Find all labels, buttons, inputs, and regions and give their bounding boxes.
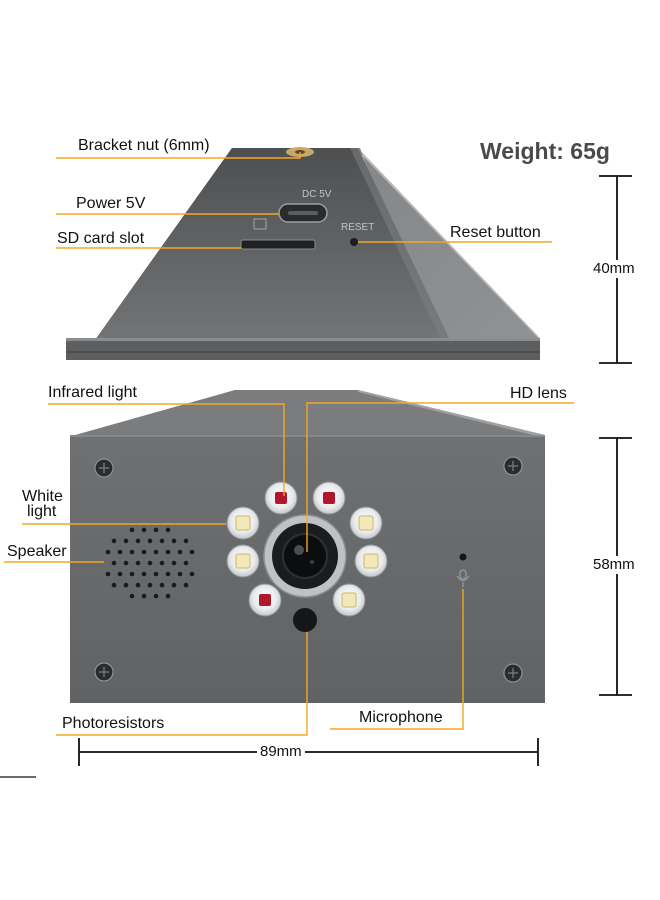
speaker-hole <box>147 560 153 566</box>
hd-lens <box>263 514 347 598</box>
speaker-hole <box>159 582 165 588</box>
callout-line-photoresistors <box>56 632 308 736</box>
speaker-hole <box>165 571 171 577</box>
speaker-hole <box>147 538 153 544</box>
speaker-hole <box>129 571 135 577</box>
speaker-hole <box>171 560 177 566</box>
sd-icon <box>253 218 267 230</box>
speaker-hole <box>141 593 147 599</box>
top-base-plate <box>66 338 540 360</box>
front-top-slope <box>75 390 545 435</box>
reset-marking: RESET <box>341 222 374 233</box>
microphone-icon <box>456 569 470 587</box>
white-led <box>354 544 388 578</box>
callout-lines <box>4 152 574 736</box>
speaker-hole <box>135 582 141 588</box>
microphone-hole <box>459 553 467 561</box>
dim-front-height: 58mm <box>590 556 638 574</box>
speaker-hole <box>129 549 135 555</box>
infrared-led <box>312 481 346 515</box>
label-white-light-1: White <box>22 488 63 505</box>
screw-icon <box>94 458 114 478</box>
speaker-hole <box>105 571 111 577</box>
speaker-hole <box>171 538 177 544</box>
white-led <box>332 583 366 617</box>
top-view: DC 5V RESET <box>66 147 540 360</box>
speaker-hole <box>159 560 165 566</box>
speaker-hole <box>111 560 117 566</box>
speaker-hole <box>135 560 141 566</box>
speaker-hole <box>141 571 147 577</box>
photoresistor <box>293 608 317 632</box>
white-led <box>226 544 260 578</box>
speaker-hole <box>153 527 159 533</box>
callout-line-bracket-nut <box>56 152 301 159</box>
label-bracket-nut: Bracket nut (6mm) <box>78 137 210 154</box>
port-marking: DC 5V <box>302 189 332 200</box>
speaker-hole <box>117 571 123 577</box>
top-face-right-band <box>350 148 540 338</box>
speaker-hole <box>123 560 129 566</box>
dim-top-height: 40mm <box>590 260 638 278</box>
speaker-hole <box>105 549 111 555</box>
screw-icon <box>94 662 114 682</box>
label-white-light-2: light <box>27 503 57 520</box>
speaker-hole <box>153 549 159 555</box>
screw-icon <box>503 456 523 476</box>
reset-hole <box>350 238 358 246</box>
speaker-hole <box>111 582 117 588</box>
speaker-hole <box>129 527 135 533</box>
speaker-hole <box>177 571 183 577</box>
speaker-hole <box>165 527 171 533</box>
white-led <box>226 506 260 540</box>
speaker-hole <box>111 538 117 544</box>
dim-width: 89mm <box>257 743 305 761</box>
label-power: Power 5V <box>76 195 146 212</box>
label-hd-lens: HD lens <box>510 385 567 402</box>
speaker-hole <box>183 560 189 566</box>
speaker-hole <box>183 538 189 544</box>
label-microphone: Microphone <box>359 709 443 726</box>
speaker-hole <box>153 593 159 599</box>
callout-line-microphone <box>330 589 464 730</box>
speaker-hole <box>141 549 147 555</box>
speaker-hole <box>123 582 129 588</box>
speaker-hole <box>129 593 135 599</box>
speaker-grille <box>105 527 195 599</box>
white-led <box>349 506 383 540</box>
speaker-hole <box>135 538 141 544</box>
screw-icon <box>503 663 523 683</box>
front-right-slope <box>358 390 545 438</box>
speaker-hole <box>153 571 159 577</box>
speaker-hole <box>189 549 195 555</box>
speaker-hole <box>189 571 195 577</box>
infrared-led <box>264 481 298 515</box>
label-speaker: Speaker <box>7 543 67 560</box>
callout-line-hd-lens <box>306 402 574 552</box>
top-base-edge <box>66 338 540 341</box>
label-sd-card: SD card slot <box>57 230 145 247</box>
speaker-hole <box>177 549 183 555</box>
speaker-hole <box>159 538 165 544</box>
speaker-hole <box>183 582 189 588</box>
infrared-led <box>248 583 282 617</box>
label-infrared-light: Infrared light <box>48 384 137 401</box>
speaker-hole <box>141 527 147 533</box>
speaker-hole <box>117 549 123 555</box>
speaker-hole <box>171 582 177 588</box>
usb-c-port-inner <box>288 211 318 215</box>
weight-label: Weight: 65g <box>480 138 610 164</box>
speaker-hole <box>165 593 171 599</box>
sd-card-slot <box>240 239 316 250</box>
led-ring <box>226 481 388 632</box>
label-reset-button: Reset button <box>450 224 541 241</box>
speaker-hole <box>123 538 129 544</box>
label-photoresistors: Photoresistors <box>62 715 165 732</box>
callout-line-infrared <box>48 403 285 496</box>
speaker-hole <box>147 582 153 588</box>
speaker-hole <box>165 549 171 555</box>
